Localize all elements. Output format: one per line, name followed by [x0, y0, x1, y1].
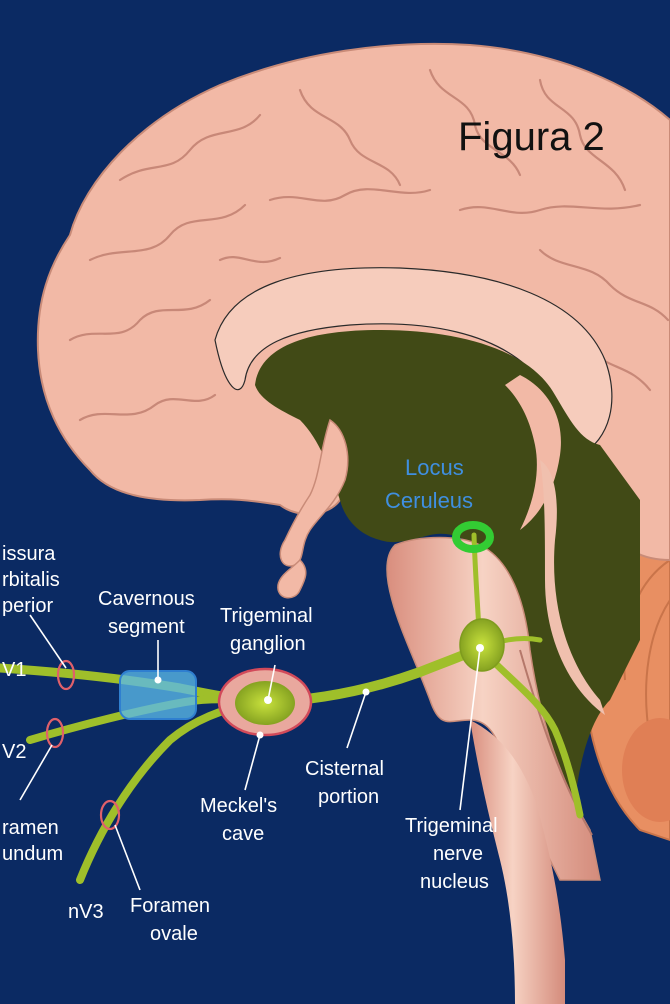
nv2-label: V2	[2, 741, 26, 763]
meckels-label-1: Meckel's	[200, 795, 277, 817]
ganglion-label-2: ganglion	[230, 633, 306, 655]
foramen-rotundum-label-1: ramen	[2, 817, 59, 839]
fissura-label-3: perior	[2, 595, 53, 617]
locus-ceruleus-ring	[452, 521, 494, 553]
meckels-label-2: cave	[222, 823, 264, 845]
cisternal-label-1: Cisternal	[305, 758, 384, 780]
gyri	[68, 68, 670, 422]
foramen-rotundum-label-2: undum	[2, 843, 63, 865]
fissura-label-2: rbitalis	[2, 569, 60, 591]
fornix-band	[540, 460, 605, 715]
figure-title: Figura 2	[458, 115, 605, 159]
nv1-label: V1	[2, 659, 26, 681]
locus-ceruleus-label-1: Locus	[405, 455, 464, 480]
foramen-ovale-label-2: ovale	[150, 923, 198, 945]
ganglion-label-1: Trigeminal	[220, 605, 313, 627]
fissura-label-1: issura	[2, 543, 56, 565]
pituitary	[277, 558, 307, 599]
fissura-ring	[56, 659, 76, 691]
nucleus-label-1: Trigeminal	[405, 815, 498, 837]
cavernous-label-2: segment	[108, 616, 185, 638]
nv3-label: nV3	[68, 901, 104, 923]
nucleus-label-2: nerve	[433, 843, 483, 865]
cavernous-label-1: Cavernous	[98, 588, 195, 610]
pointers	[19, 614, 484, 891]
spinal-cord	[470, 720, 565, 1004]
nucleus-label-3: nucleus	[420, 871, 489, 893]
foramen-ovale-ring	[99, 799, 121, 831]
foramen-rotundum-ring	[45, 717, 65, 749]
locus-ceruleus-label-2: Ceruleus	[385, 488, 473, 513]
trigeminal-ganglion	[235, 681, 295, 725]
cisternal-label-2: portion	[318, 786, 379, 808]
foramen-ovale-label-1: Foramen	[130, 895, 210, 917]
cerebellum-lobe	[622, 718, 670, 822]
